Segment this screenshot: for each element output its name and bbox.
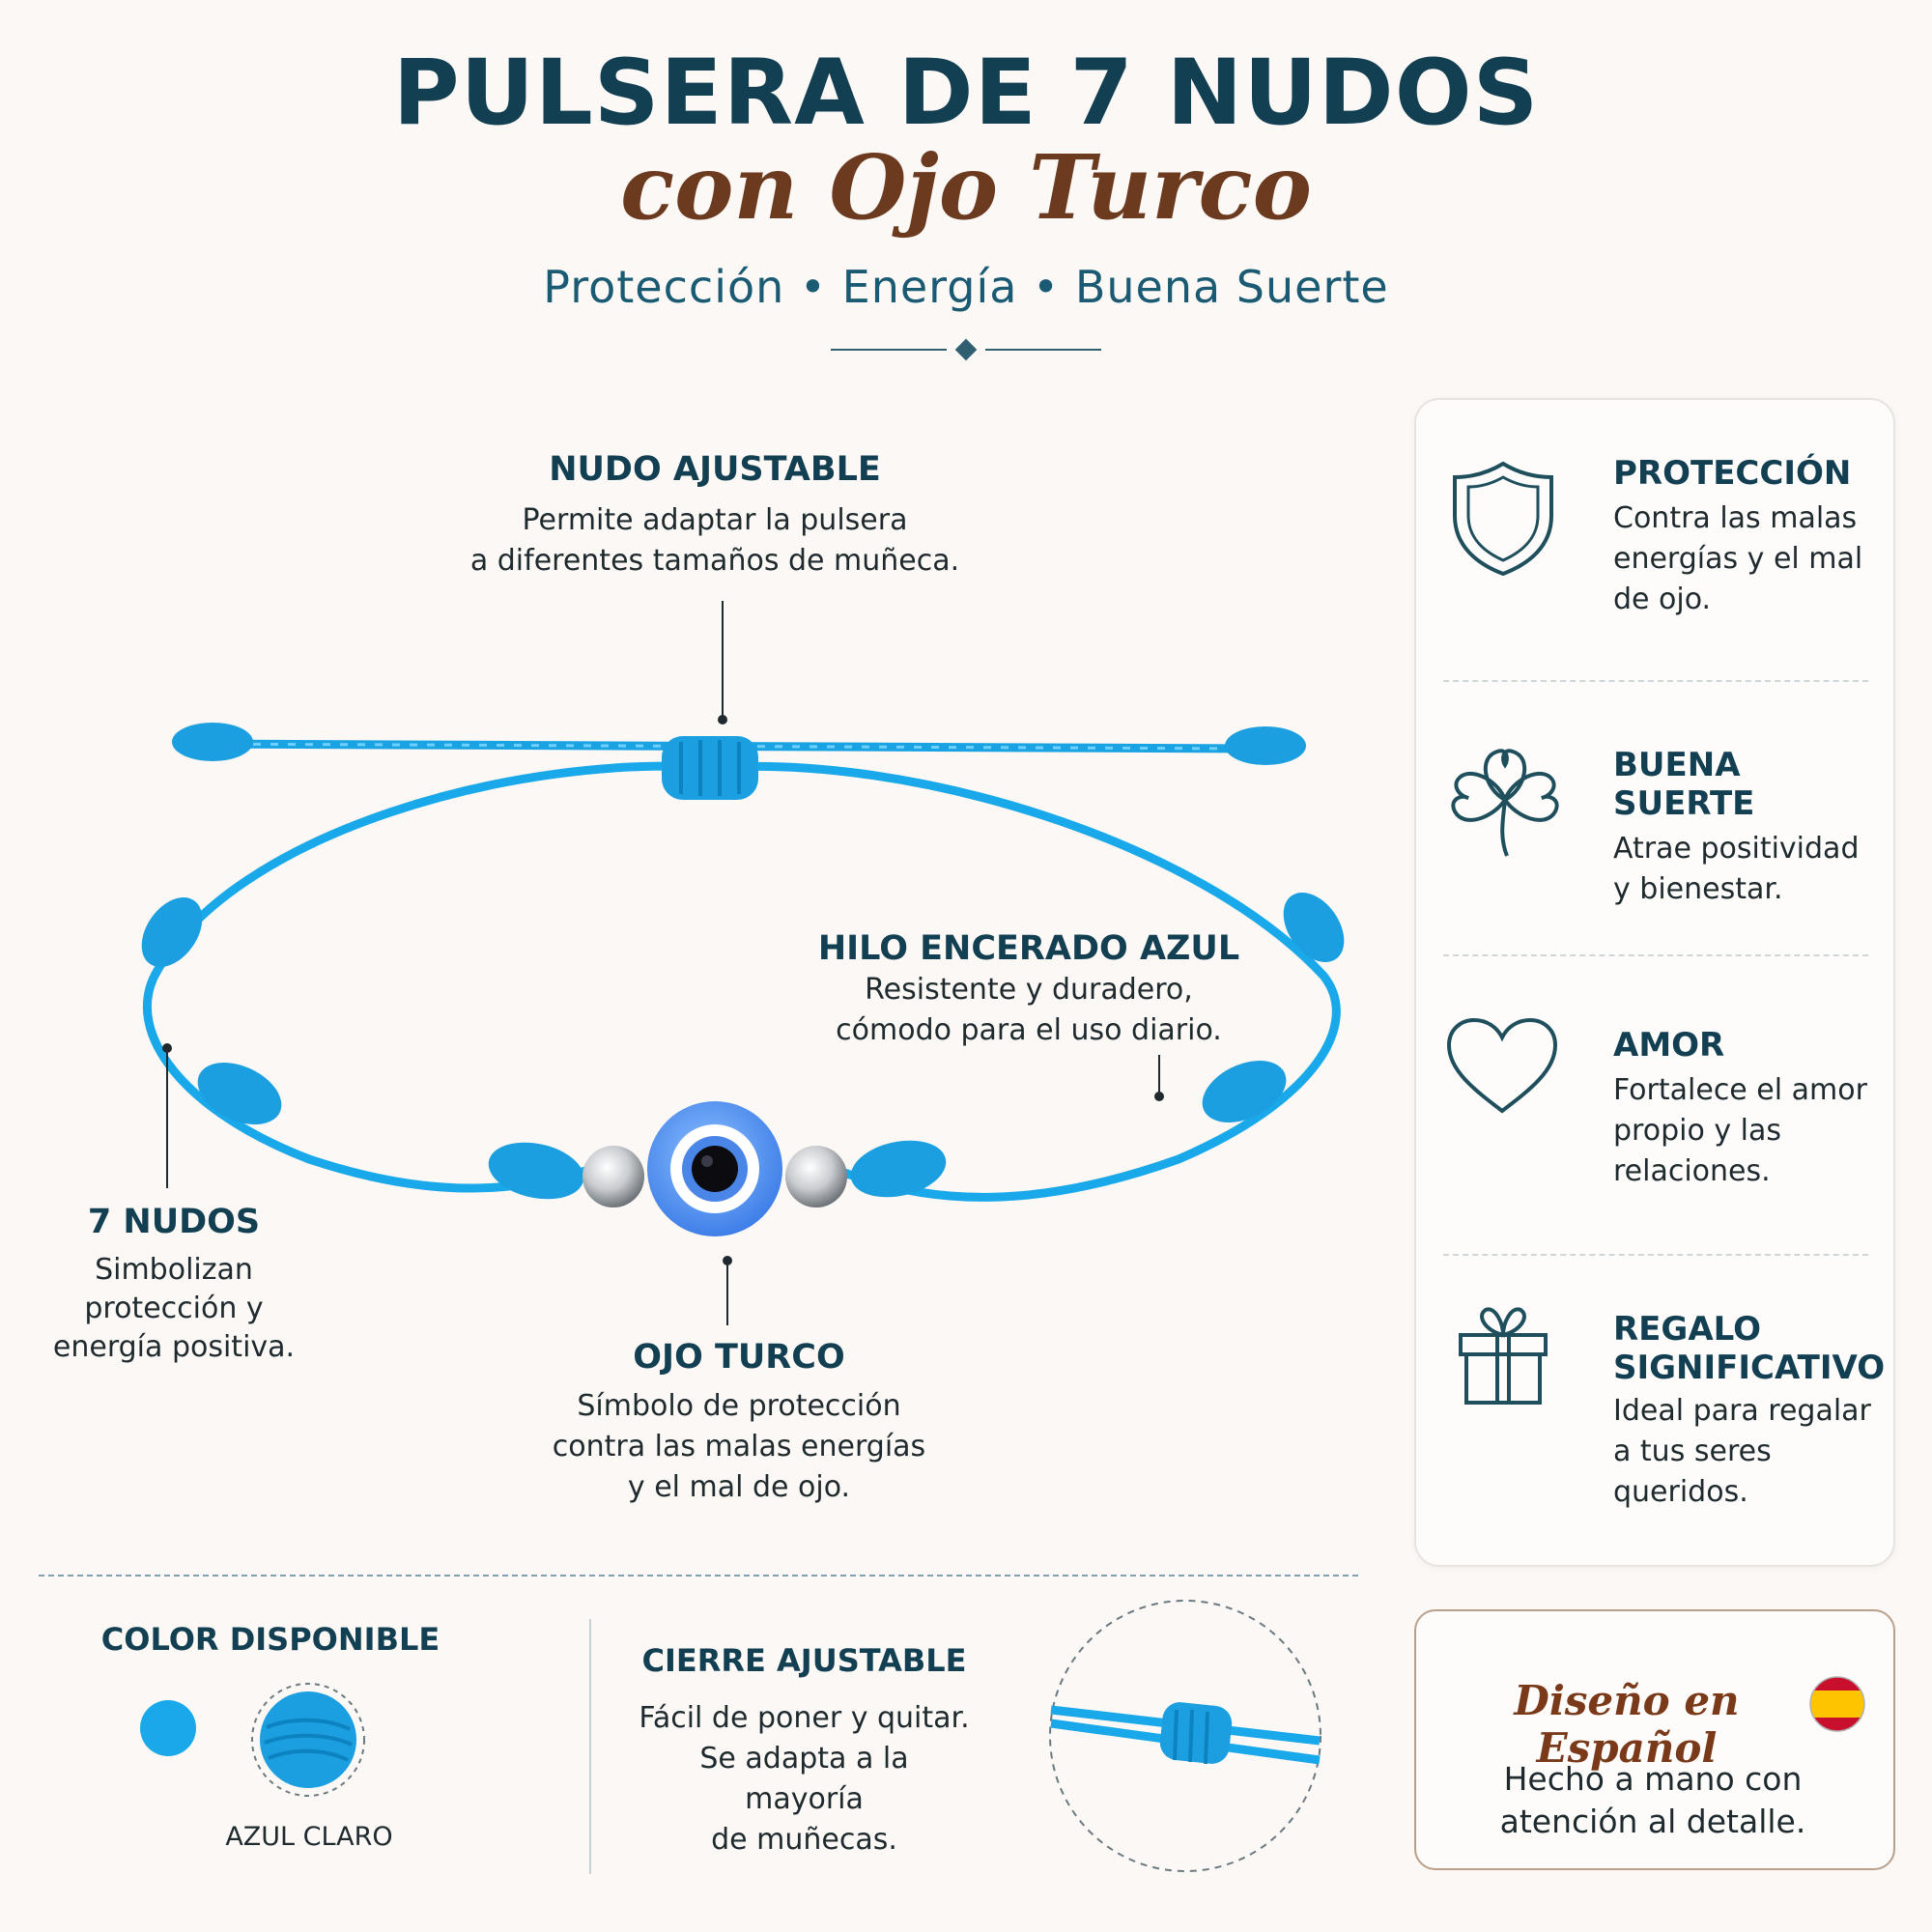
callout-seven-knots: 7 NUDOS Simbolizan protección y energía … bbox=[39, 1203, 309, 1367]
page-title: PULSERA DE 7 NUDOS bbox=[392, 41, 1540, 146]
feature-line: relaciones. bbox=[1613, 1154, 1771, 1188]
feature-heading: AMOR bbox=[1613, 1026, 1725, 1065]
features-card bbox=[1414, 398, 1895, 1567]
divider bbox=[1443, 954, 1868, 956]
closure-detail-image bbox=[1049, 1600, 1321, 1872]
feature-line: queridos. bbox=[1613, 1475, 1748, 1509]
feature-line: a tus seres bbox=[1613, 1435, 1772, 1468]
closure-section: CIERRE AJUSTABLE Fácil de poner y quitar… bbox=[638, 1642, 971, 1861]
ornament-divider bbox=[831, 338, 1101, 361]
shield-icon bbox=[1453, 461, 1553, 577]
feature-good-luck: BUENA SUERTE Atrae positividad y bienest… bbox=[1613, 746, 1884, 910]
callout-waxed-thread: HILO ENCERADO AZUL Resistente y duradero… bbox=[773, 929, 1285, 1051]
made-in-text: Hecho a mano con atención al detalle. bbox=[1430, 1758, 1876, 1843]
feature-heading-line: SIGNIFICATIVO bbox=[1613, 1349, 1886, 1387]
gift-icon bbox=[1459, 1307, 1548, 1405]
callout-line: a diferentes tamaños de muñeca. bbox=[469, 544, 960, 578]
color-heading: COLOR DISPONIBLE bbox=[100, 1621, 440, 1658]
feature-heading: PROTECCIÓN bbox=[1613, 454, 1852, 493]
callout-line: energía positiva. bbox=[52, 1330, 296, 1364]
callout-line: cómodo para el uso diario. bbox=[836, 1013, 1222, 1047]
made-in-line: atención al detalle. bbox=[1499, 1803, 1806, 1840]
feature-protection: PROTECCIÓN Contra las malas energías y e… bbox=[1613, 454, 1874, 620]
feature-heading: BUENA SUERTE bbox=[1613, 746, 1755, 823]
callout-heading: HILO ENCERADO AZUL bbox=[817, 929, 1240, 968]
bracelet-illustration bbox=[141, 723, 1345, 1236]
made-in-line: Hecho a mano con bbox=[1503, 1760, 1803, 1798]
callout-adjustable-knot: NUDO AJUSTABLE Permite adaptar la pulser… bbox=[425, 450, 1005, 582]
callout-lines bbox=[162, 601, 1164, 1325]
callout-line: protección y bbox=[84, 1292, 264, 1325]
callout-evil-eye: OJO TURCO Símbolo de protección contra l… bbox=[522, 1338, 956, 1508]
callout-line: Permite adaptar la pulsera bbox=[522, 503, 908, 537]
made-in-title: Diseño en Español bbox=[1514, 1677, 1740, 1772]
closure-heading: CIERRE AJUSTABLE bbox=[641, 1642, 967, 1679]
feature-line: Ideal para regalar bbox=[1613, 1394, 1871, 1428]
callout-line: Resistente y duradero, bbox=[865, 973, 1193, 1007]
tagline: Protección • Energía • Buena Suerte bbox=[543, 261, 1389, 313]
callout-heading: 7 NUDOS bbox=[87, 1203, 261, 1241]
closure-line: de muñecas. bbox=[711, 1823, 897, 1857]
feature-line: Atrae positividad bbox=[1613, 832, 1860, 866]
feature-line: y bienestar. bbox=[1613, 872, 1783, 906]
callout-line: contra las malas energías bbox=[552, 1430, 926, 1463]
spain-flag-icon bbox=[1809, 1676, 1865, 1732]
feature-line: propio y las bbox=[1613, 1114, 1781, 1148]
callout-line: y el mal de ojo. bbox=[627, 1470, 851, 1504]
divider bbox=[1443, 680, 1868, 682]
color-name: AZUL CLARO bbox=[225, 1822, 393, 1852]
color-thread-sample bbox=[251, 1683, 365, 1797]
callout-heading: OJO TURCO bbox=[633, 1338, 845, 1377]
closure-line: Fácil de poner y quitar. bbox=[639, 1701, 970, 1735]
feature-love: AMOR Fortalece el amor propio y las rela… bbox=[1613, 1026, 1884, 1192]
heart-icon bbox=[1446, 1017, 1558, 1114]
clover-icon bbox=[1451, 749, 1559, 857]
color-swatch[interactable] bbox=[140, 1700, 196, 1756]
page-subtitle: con Ojo Turco bbox=[620, 135, 1312, 240]
callout-heading: NUDO AJUSTABLE bbox=[549, 450, 881, 489]
feature-heading: REGALO SIGNIFICATIVO bbox=[1613, 1310, 1886, 1387]
feature-line: energías y el mal bbox=[1613, 542, 1863, 576]
section-divider bbox=[39, 1575, 1358, 1577]
feature-heading-line: REGALO bbox=[1613, 1310, 1761, 1349]
closure-line: Se adapta a la mayoría bbox=[699, 1742, 909, 1816]
callout-line: Simbolizan bbox=[95, 1253, 253, 1287]
callout-line: Símbolo de protección bbox=[577, 1389, 901, 1423]
feature-line: Fortalece el amor bbox=[1613, 1073, 1867, 1107]
feature-line: Contra las malas bbox=[1613, 501, 1858, 535]
vertical-divider bbox=[589, 1619, 591, 1874]
divider bbox=[1443, 1254, 1868, 1256]
made-in-card bbox=[1414, 1609, 1895, 1870]
feature-gift: REGALO SIGNIFICATIVO Ideal para regalar … bbox=[1613, 1310, 1886, 1513]
feature-line: de ojo. bbox=[1613, 582, 1712, 616]
